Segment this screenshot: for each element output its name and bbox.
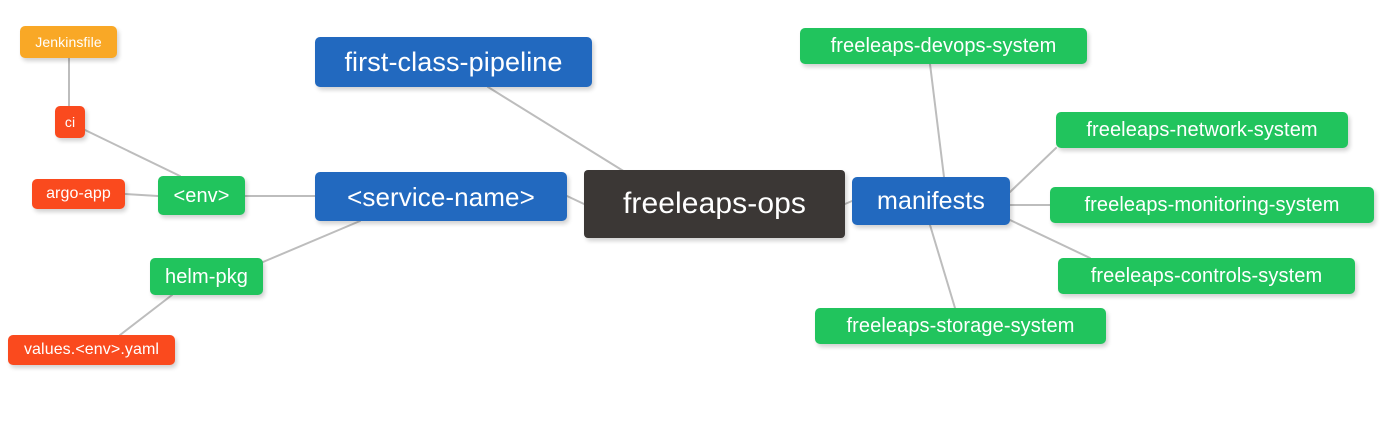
edge-service-to-helm [262, 220, 361, 263]
mindmap-node-network[interactable]: freeleaps-network-system [1056, 112, 1348, 148]
edge-manifests-to-storage [929, 224, 956, 309]
mindmap-node-manifests[interactable]: manifests [852, 177, 1010, 225]
edge-manifests-to-devops [929, 63, 945, 178]
mindmap-node-pipeline[interactable]: first-class-pipeline [315, 37, 592, 87]
edge-manifests-to-controls [1009, 219, 1091, 259]
mindmap-node-root[interactable]: freeleaps-ops [584, 170, 845, 238]
mindmap-node-controls[interactable]: freeleaps-controls-system [1058, 258, 1355, 294]
edge-manifests-to-network [1009, 147, 1057, 193]
mindmap-node-monitoring[interactable]: freeleaps-monitoring-system [1050, 187, 1374, 223]
edge-env-to-ci [84, 129, 181, 177]
mindmap-node-ci[interactable]: ci [55, 106, 85, 138]
mindmap-node-values[interactable]: values.<env>.yaml [8, 335, 175, 365]
edge-root-to-manifests [844, 200, 853, 205]
mindmap-node-devops[interactable]: freeleaps-devops-system [800, 28, 1087, 64]
mindmap-node-env[interactable]: <env> [158, 176, 245, 215]
mindmap-node-argo[interactable]: argo-app [32, 179, 125, 209]
mindmap-node-storage[interactable]: freeleaps-storage-system [815, 308, 1106, 344]
edge-root-to-service [566, 195, 585, 205]
mindmap-node-helm[interactable]: helm-pkg [150, 258, 263, 295]
edge-helm-to-values [119, 294, 173, 336]
edge-env-to-argo [124, 193, 159, 197]
mindmap-node-jenkinsfile[interactable]: Jenkinsfile [20, 26, 117, 58]
mindmap-node-service[interactable]: <service-name> [315, 172, 567, 221]
edge-root-to-pipeline [487, 86, 626, 173]
